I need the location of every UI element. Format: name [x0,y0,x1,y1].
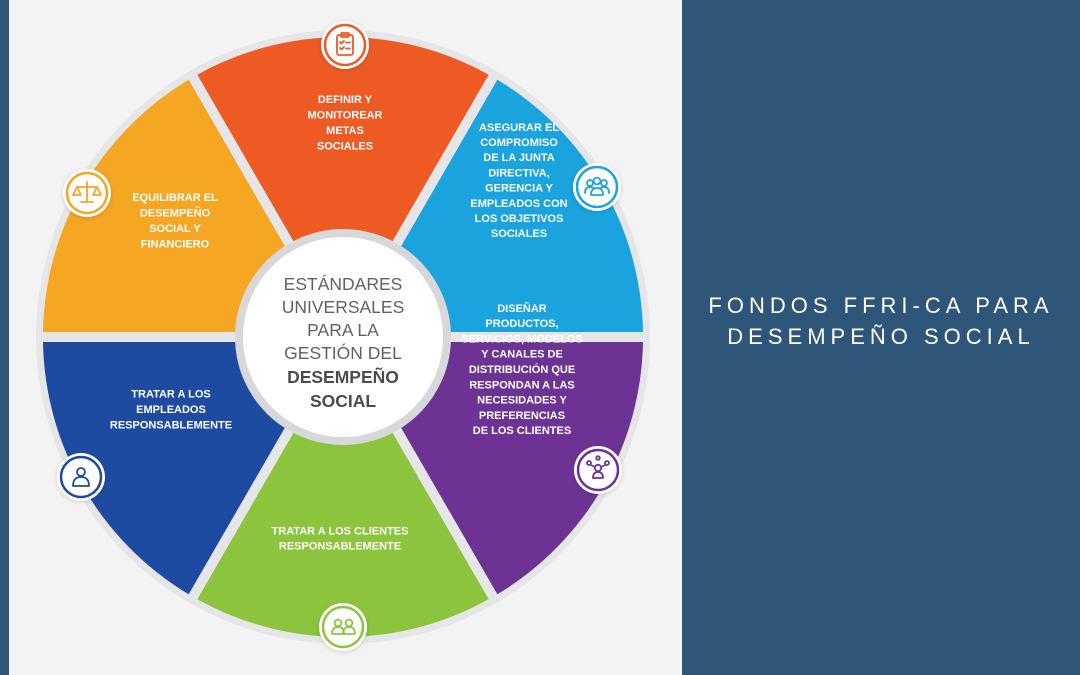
title-line-1: FONDOS FFRI-CA PARA [708,293,1054,318]
segment-asegurar [399,79,643,332]
segment-disenar-label-line: PRODUCTOS, [485,318,558,330]
social-performance-wheel: ESTÁNDARES UNIVERSALES PARA LA GESTIÓN D… [36,21,650,651]
segment-asegurar-label-line: SOCIALES [491,228,547,240]
segment-definir-label-line: METAS [326,125,364,137]
segment-asegurar-label-line: DE LA JUNTA [483,152,555,164]
segment-empleados-label-line: TRATAR A LOS [131,389,210,401]
balance-scale-icon [63,169,111,217]
segment-equilibrar-label-line: SOCIAL Y [149,223,201,235]
segment-definir-label-line: DEFINIR Y [318,94,373,106]
segment-definir-label-line: MONITOREAR [308,109,383,121]
hub-bold-line-2: SOCIAL [310,391,376,411]
segment-clientes [197,429,489,638]
segment-definir [197,36,489,245]
segment-asegurar-label-line: DIRECTIVA, [488,167,550,179]
segment-definir-label-line: SOCIALES [317,140,373,152]
title-line-2: DESEMPEÑO SOCIAL [727,324,1035,349]
segment-empleados-label-line: EMPLEADOS [136,404,206,416]
segment-clientes-label-line: RESPONSABLEMENTE [279,541,401,553]
clients-pair-icon [319,603,367,651]
hub-line-4: GESTIÓN DEL [284,342,402,363]
segment-asegurar-label-line: ASEGURAR EL [479,122,559,134]
people-group-icon [573,163,621,211]
segment-disenar-label-line: SERVICIOS, MODELOS [461,333,582,345]
segment-disenar-label-line: PREFERENCIAS [479,410,565,422]
hub-line-3: PARA LA [307,320,379,340]
center-hub: ESTÁNDARES UNIVERSALES PARA LA GESTIÓN D… [235,229,451,445]
segment-equilibrar-label-line: FINANCIERO [141,238,210,250]
customer-network-icon [574,446,622,494]
segment-disenar-label-line: DISTRIBUCIÓN QUE [469,363,575,376]
segment-asegurar-label-line: COMPROMISO [480,137,558,149]
page-title: FONDOS FFRI-CA PARA DESEMPEÑO SOCIAL [682,290,1080,380]
segment-asegurar-label-line: LOS OBJETIVOS [475,213,564,225]
segment-disenar-label-line: DISEÑAR [497,302,547,315]
segment-disenar-label-line: DE LOS CLIENTES [473,425,571,437]
segment-disenar [399,342,643,595]
segment-asegurar-label-line: EMPLEADOS CON [470,198,567,210]
employee-person-icon [57,453,105,501]
segment-equilibrar-label-line: DESEMPEÑO [140,206,211,219]
hub-bold-line-1: DESEMPEÑO [287,366,399,387]
segment-equilibrar [43,79,287,332]
segment-empleados [43,342,287,595]
hub-line-1: ESTÁNDARES [284,274,403,294]
segment-disenar-label-line: NECESIDADES Y [477,395,567,407]
clipboard-checklist-icon [321,21,369,69]
hub-line-2: UNIVERSALES [282,297,405,317]
segment-empleados-label-line: RESPONSABLEMENTE [110,420,232,432]
segment-equilibrar-label-line: EQUILIBRAR EL [132,192,218,204]
segment-asegurar-label-line: GERENCIA Y [485,183,554,195]
segment-clientes-label-line: TRATAR A LOS CLIENTES [272,526,409,538]
segment-disenar-label-line: RESPONDAN A LAS [469,379,575,391]
segment-disenar-label-line: Y CANALES DE [481,349,563,361]
